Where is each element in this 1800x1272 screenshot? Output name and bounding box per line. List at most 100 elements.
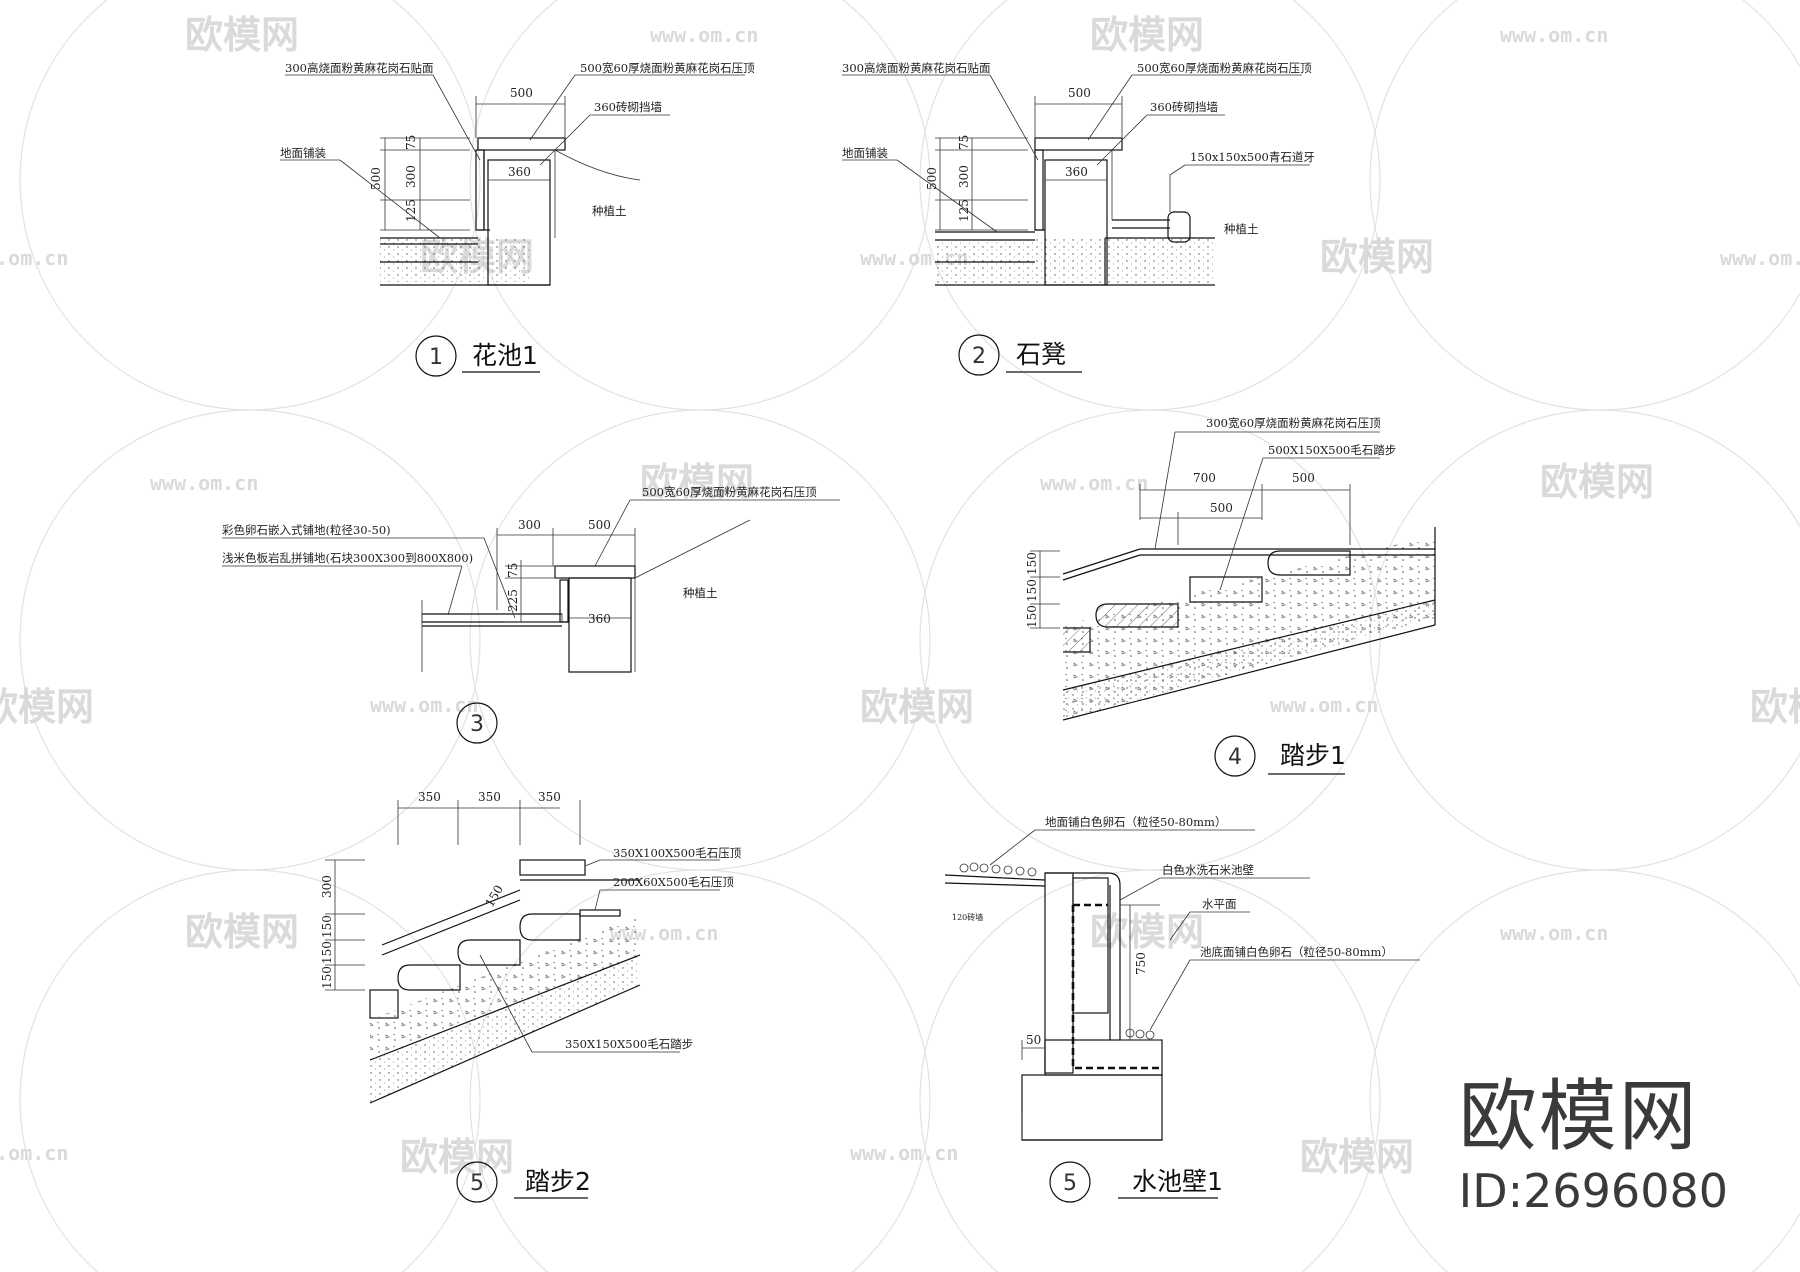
note: 500宽60厚烧面粉黄麻花岗石压顶 [642, 485, 817, 499]
detail-number: 3 [470, 712, 484, 737]
note: 彩色卵石嵌入式铺地(粒径30-50) [222, 523, 391, 537]
note: 350X100X500毛石压顶 [613, 846, 742, 860]
dim-label: 360 [1065, 165, 1088, 179]
dim-label: 150 [482, 883, 506, 910]
dim-label: 700 [1193, 471, 1216, 485]
note: 池底面铺白色卵石（粒径50-80mm） [1200, 945, 1393, 959]
dim-label: 300 [518, 518, 541, 532]
detail-number-circle [415, 335, 457, 377]
dim-label: 50 [1026, 1033, 1041, 1047]
watermark-url: www.om.cn [370, 693, 478, 717]
watermark-url: www.om.cn [1500, 921, 1608, 945]
note: 300宽60厚烧面粉黄麻花岗石压顶 [1206, 416, 1381, 430]
watermark-url: www.om.cn [1500, 23, 1608, 47]
dim-label: 350 [478, 790, 501, 804]
note: 种植土 [683, 586, 718, 600]
detail-number-circle [1214, 735, 1256, 777]
detail-number: 2 [972, 344, 986, 369]
detail-title: 石凳 [1016, 340, 1066, 369]
detail-stone-bench: 500 75 300 125 500 360 300高烧面粉黄麻花岗石贴面 50… [842, 61, 1315, 376]
dim-label: 500 [1292, 471, 1315, 485]
dim-label: 500 [588, 518, 611, 532]
note: 地面铺装 [842, 146, 888, 160]
watermark-text: 欧模网 [0, 685, 94, 729]
detail-number-circle [456, 702, 498, 744]
note: 500宽60厚烧面粉黄麻花岗石压顶 [580, 61, 755, 75]
detail-steps-2: 350 350 350 300 150 150 150 150 350X100X… [320, 790, 742, 1203]
watermark-text: 欧模网 [185, 13, 299, 57]
note: 水平面 [1202, 897, 1237, 911]
watermark-text: 欧模网 [640, 460, 754, 504]
watermark-url: www.om.cn [650, 23, 758, 47]
dim-label: 500 [1068, 86, 1091, 100]
detail-number-circle [456, 1161, 498, 1203]
watermark-url: www.om.cn [1040, 471, 1148, 495]
dim-label: 150 [320, 941, 334, 964]
dim-label: 150 [1025, 579, 1039, 602]
dim-label: 300 [957, 165, 971, 188]
detail-number: 5 [470, 1171, 484, 1196]
dim-label: 360 [588, 612, 611, 626]
dim-label: 150 [1025, 552, 1039, 575]
detail-number: 4 [1228, 745, 1242, 770]
dim-label: 500 [1210, 501, 1233, 515]
dim-label: 150 [320, 915, 334, 938]
dim-label: 75 [404, 135, 418, 150]
detail-paving-edge: 300 500 75 225 360 彩色卵石嵌入式铺地(粒径30-50) 浅米… [222, 485, 840, 744]
dim-label: 500 [925, 167, 939, 190]
note: 白色水洗石米池壁 [1162, 863, 1254, 877]
note: 150x150x500青石道牙 [1190, 150, 1315, 164]
watermark-url: www.om.cn [0, 246, 68, 270]
watermark-text: 欧模网 [1090, 13, 1204, 57]
note: 地面铺白色卵石（粒径50-80mm） [1045, 815, 1226, 829]
note: 种植土 [1224, 222, 1259, 236]
note: 120砖墙 [952, 912, 983, 922]
watermark-text: 欧模网 [1320, 235, 1434, 279]
watermark-text: 欧模网 [1750, 685, 1800, 729]
note: 浅米色板岩乱拼铺地(石块300X300到800X800) [222, 551, 473, 565]
detail-steps-1: 700 500 500 150 150 150 300宽60厚烧面粉黄麻花岗石压… [1025, 416, 1436, 777]
dim-label: 360 [508, 165, 531, 179]
note: 500宽60厚烧面粉黄麻花岗石压顶 [1137, 61, 1312, 75]
note: 360砖砌挡墙 [1150, 100, 1218, 114]
dim-label: 350 [538, 790, 561, 804]
detail-title: 踏步1 [1280, 741, 1346, 770]
note: 300高烧面粉黄麻花岗石贴面 [285, 61, 433, 75]
dim-label: 150 [320, 966, 334, 989]
brand-logo: 欧模网 ID:2696080 [1459, 1078, 1728, 1214]
brand-name: 欧模网 [1458, 1072, 1699, 1162]
watermark-url: www.om.cn [150, 471, 258, 495]
watermark-url: www.om.cn [0, 1141, 68, 1165]
note: 300高烧面粉黄麻花岗石贴面 [842, 61, 990, 75]
detail-number-circle [1049, 1161, 1091, 1203]
note: 种植土 [592, 204, 627, 218]
watermark-url: www.om.cn [1270, 693, 1378, 717]
dim-label: 750 [1134, 952, 1148, 975]
note: 500X150X500毛石踏步 [1268, 443, 1396, 457]
detail-title: 水池壁1 [1132, 1167, 1223, 1196]
dim-label: 125 [957, 199, 971, 222]
dim-label: 150 [1025, 605, 1039, 628]
dim-label: 75 [506, 563, 520, 578]
dim-label: 300 [404, 165, 418, 188]
dim-label: 500 [369, 167, 383, 190]
dim-label: 300 [320, 875, 334, 898]
detail-title: 花池1 [472, 341, 538, 370]
detail-pool-wall: 750 50 地面铺白色卵石（粒径50-80mm） 白色水洗石米池壁 水平面 池… [944, 815, 1420, 1203]
dim-label: 500 [510, 86, 533, 100]
dim-label: 125 [404, 199, 418, 222]
dim-label: 350 [418, 790, 441, 804]
dim-label: 75 [957, 135, 971, 150]
watermark-text: 欧模网 [185, 910, 299, 954]
watermark-text: 欧模网 [860, 685, 974, 729]
watermark-url: www.om.cn [850, 1141, 958, 1165]
watermark-text: 欧模网 [1300, 1135, 1414, 1179]
note: 200X60X500毛石压顶 [613, 875, 734, 889]
note: 地面铺装 [280, 146, 326, 160]
note: 350X150X500毛石踏步 [565, 1037, 693, 1051]
watermark-text: 欧模网 [400, 1135, 514, 1179]
detail-number: 5 [1063, 1171, 1077, 1196]
detail-title: 踏步2 [525, 1167, 591, 1196]
